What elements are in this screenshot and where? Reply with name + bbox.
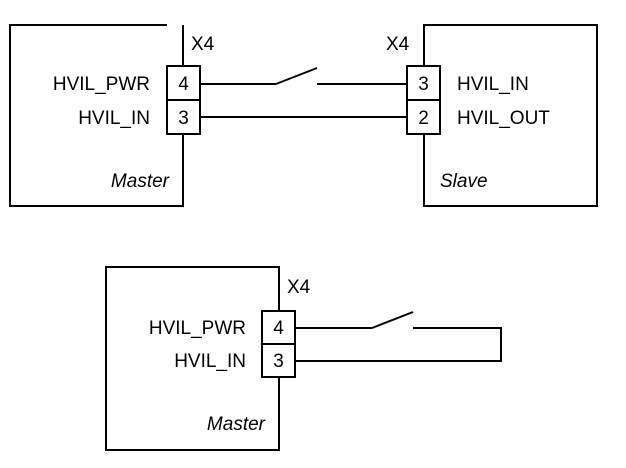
bottom-switch-blade <box>371 311 414 329</box>
top-master-module: X4 4 3 HVIL_PWR HVIL_IN Master <box>9 24 215 207</box>
bottom-master-outline <box>105 266 280 451</box>
top-slave-module: X4 3 2 HVIL_IN HVIL_OUT Slave <box>386 24 598 207</box>
bottom-master-module: X4 4 3 HVIL_PWR HVIL_IN Master <box>105 266 311 451</box>
top-master-connector-label: X4 <box>191 34 215 55</box>
top-master-outline <box>9 24 184 207</box>
top-slave-signal-hvil-in: HVIL_IN <box>457 74 529 95</box>
top-slave-outline <box>423 24 598 207</box>
bottom-wires <box>295 311 502 362</box>
bottom-master-connector-label: X4 <box>287 277 311 298</box>
top-wires <box>200 67 407 118</box>
top-slave-signal-hvil-out: HVIL_OUT <box>457 108 550 129</box>
top-master-pin-3-number: 3 <box>178 108 189 129</box>
top-master-pin-4-number: 4 <box>178 74 189 95</box>
bottom-master-signal-hvil-pwr: HVIL_PWR <box>149 318 246 339</box>
top-slave-connector-label: X4 <box>386 34 410 55</box>
top-switch-blade <box>275 67 318 85</box>
top-master-signal-hvil-in: HVIL_IN <box>78 108 150 129</box>
top-master-signal-hvil-pwr: HVIL_PWR <box>53 74 150 95</box>
top-slave-label: Slave <box>440 171 488 192</box>
bottom-master-signal-hvil-in: HVIL_IN <box>174 351 246 372</box>
bottom-loopback-wire <box>295 327 502 362</box>
top-master-label: Master <box>111 171 170 192</box>
bottom-master-label: Master <box>207 414 266 435</box>
bottom-master-pin-4-number: 4 <box>273 318 284 339</box>
bottom-master-pin-3-number: 3 <box>273 351 284 372</box>
top-slave-pin-3-number: 3 <box>418 74 429 95</box>
top-slave-pin-2-number: 2 <box>418 108 429 129</box>
